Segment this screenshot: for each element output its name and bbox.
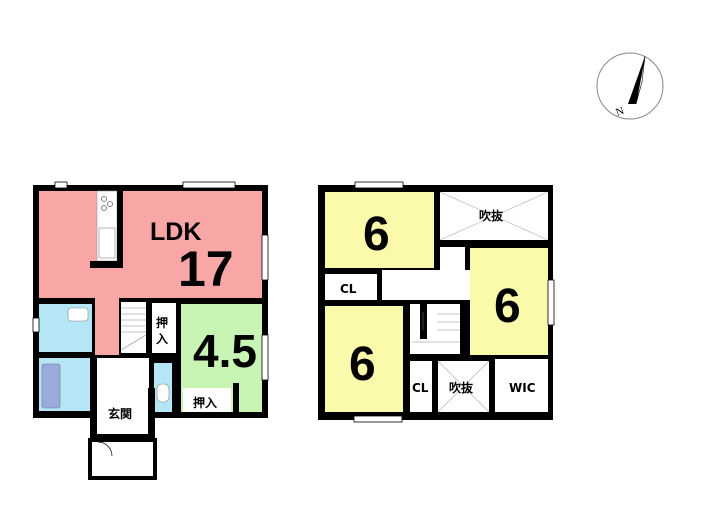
closet-label-1b: 入 [156,332,168,346]
closet-label-2: 押入 [193,395,217,410]
bedroom-nw [325,192,434,268]
room-ldk [39,191,262,298]
window [354,181,404,189]
closet-w-label: CL [340,282,357,296]
toilet-icon [156,383,170,403]
window [261,234,269,281]
closet-s-label: CL [412,381,429,395]
compass-north-label: N [614,105,626,119]
stairs [410,304,460,354]
closet-cl-s [410,361,432,412]
ldk-size: 17 [178,241,234,297]
void-bottom-label: 吹抜 [449,380,474,395]
window [54,181,68,189]
closet-label-1a: 押 [156,315,168,330]
bedroom-e-size: 6 [494,280,521,333]
sink-icon [98,227,116,259]
entrance-porch [88,438,157,480]
kitchen-counter [96,190,118,262]
closet-oshiire-1 [152,303,176,353]
bedroom-e [470,248,548,355]
bedroom-sw-size: 6 [349,338,376,391]
closet-cl-w [325,274,377,300]
wic-label: WIC [509,381,536,395]
wash-basin-icon [67,307,89,322]
ldk-label: LDK [150,218,201,246]
bedroom-nw-size: 6 [363,208,390,261]
stairs [120,302,147,353]
compass-icon: N [596,52,664,120]
bathtub-icon [41,363,61,409]
window [547,279,555,326]
walk-in-closet [495,359,548,412]
window [32,317,40,333]
entrance-label: 玄関 [108,406,132,421]
floor-1: 押 入 押入 玄関 LDK 17 4.5 [32,181,269,480]
room-entrance [97,388,148,434]
window [261,334,269,381]
entry-door-icon [97,441,113,457]
floor-2: 6 6 6 吹抜 吹抜 CL CL WIC [318,181,555,423]
washitsu-size: 4.5 [193,325,257,377]
void-top-label: 吹抜 [479,208,504,223]
closet-oshiire-2 [183,388,231,412]
window [182,181,236,189]
window [353,415,403,423]
bedroom-sw [325,306,403,412]
